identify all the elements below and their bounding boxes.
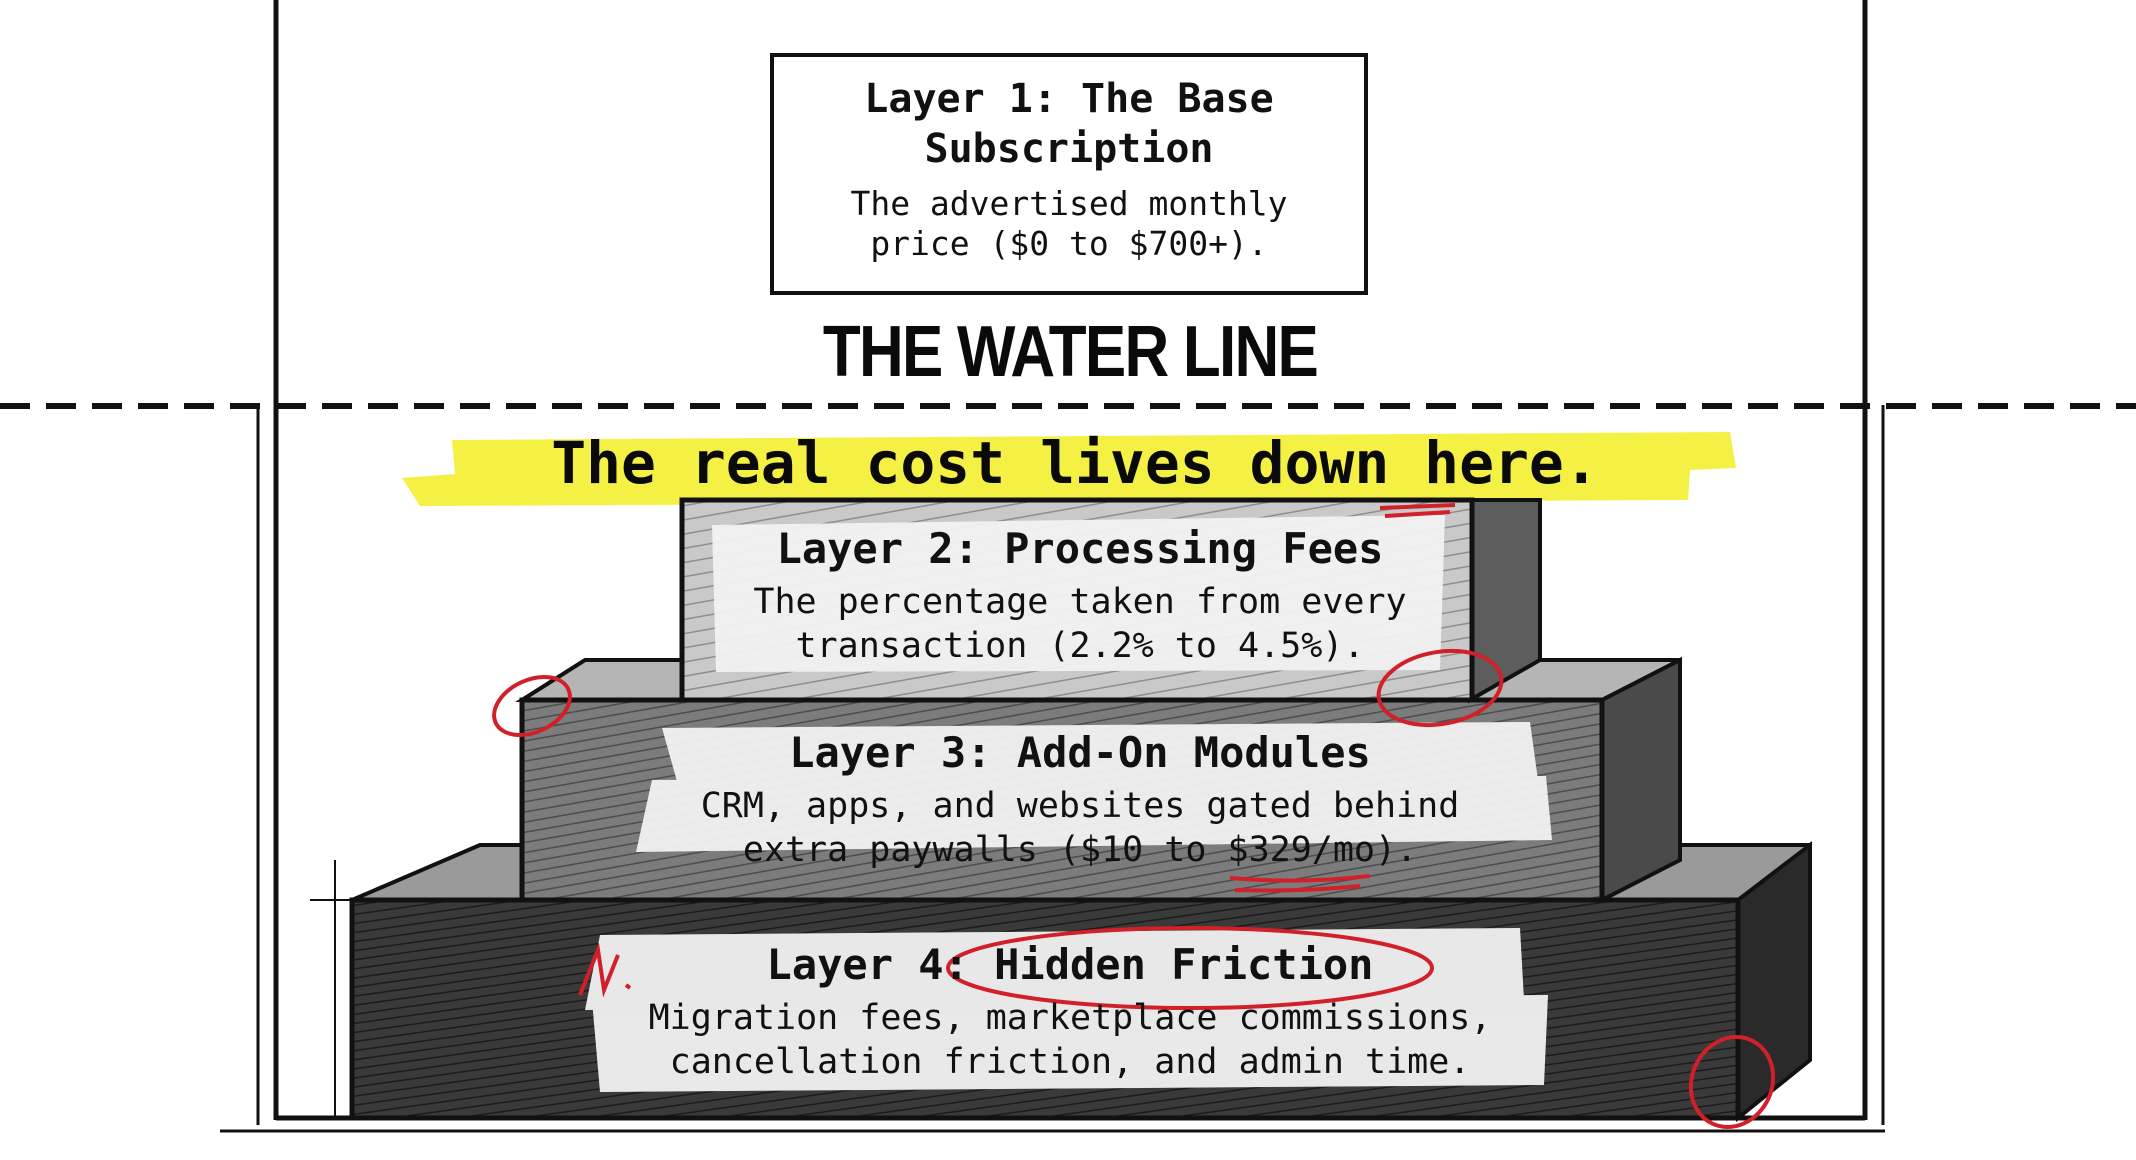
layer1-title-line2: Subscription [772,124,1366,174]
layer3-title: Layer 3: Add-On Modules [600,728,1560,778]
layer1-desc-line1: The advertised monthly [772,184,1366,224]
layer4-label: Layer 4: Hidden Friction Migration fees,… [560,940,1580,1084]
layer3-desc-line1: CRM, apps, and websites gated behind [600,784,1560,828]
layer4-desc-line1: Migration fees, marketplace commissions, [560,996,1580,1040]
layer3-desc-line2: extra paywalls ($10 to $329/mo). [600,828,1560,872]
layer4-title-prefix: Layer 4: [767,940,969,989]
layer1-card: Layer 1: The Base Subscription The adver… [772,74,1366,264]
layer3-label: Layer 3: Add-On Modules CRM, apps, and w… [600,728,1560,872]
water-line-label: THE WATER LINE [752,312,1388,392]
layer2-desc-line1: The percentage taken from every [690,580,1470,624]
layer4-desc-line2: cancellation friction, and admin time. [560,1040,1580,1084]
layer1-title-line1: Layer 1: The Base [772,74,1366,124]
layer2-label: Layer 2: Processing Fees The percentage … [690,524,1470,668]
layer2-desc-line2: transaction (2.2% to 4.5%). [690,624,1470,668]
tagline: The real cost lives down here. [420,430,1730,496]
layer1-desc-line2: price ($0 to $700+). [772,224,1366,264]
layer4-title: Layer 4: Hidden Friction [560,940,1580,990]
layer4-title-highlight: Hidden Friction [994,940,1373,989]
layer2-title: Layer 2: Processing Fees [690,524,1470,574]
